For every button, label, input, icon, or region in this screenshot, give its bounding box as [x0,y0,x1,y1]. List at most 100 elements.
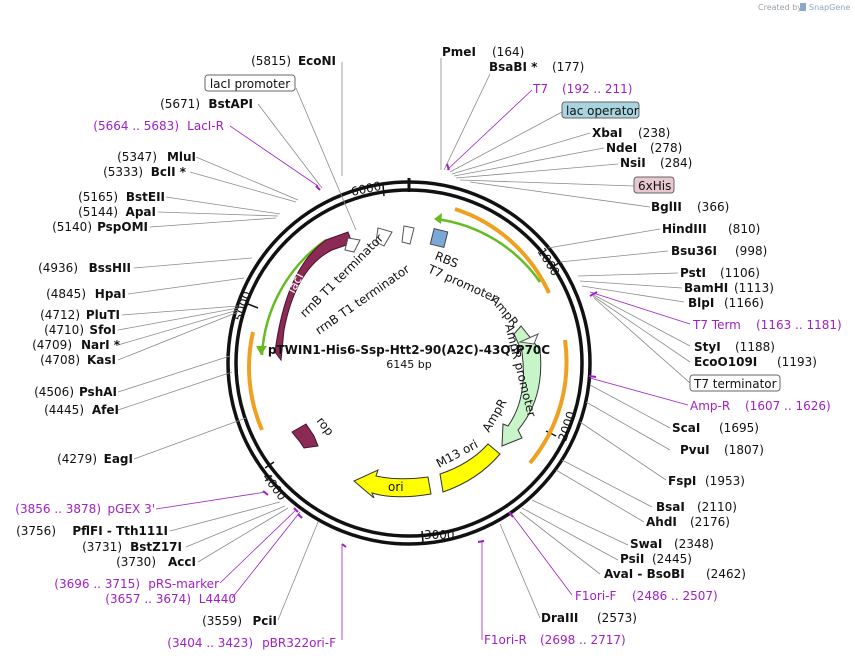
orange-arc-2 [528,339,569,465]
site-pos: (4445) [44,403,84,417]
site-name[interactable]: BstEII [126,190,165,204]
site-pos: (177) [552,60,584,74]
primer-pos: (192 .. 211) [562,82,632,96]
primer-pos: (5664 .. 5683) [93,119,179,133]
site-name[interactable]: SfoI [89,323,116,337]
t7-terminator-label[interactable]: T7 terminator [693,377,777,391]
credit-brand: SnapGene [809,3,850,12]
site-pos: (5165) [78,190,118,204]
site-name[interactable]: PluTI [86,308,120,322]
site-pos: (4708) [40,353,80,367]
site-pos: (4712) [40,308,80,322]
green-arc-1 [435,217,542,283]
site-name[interactable]: BglII [651,200,682,214]
site-name[interactable]: EagI [104,452,133,466]
primer-pos: (1163 .. 1181) [756,318,842,332]
inner-arcs [247,207,569,465]
site-name[interactable]: PshAI [79,385,117,399]
site-name[interactable]: PmeI [442,45,476,59]
site-pos: (366) [697,200,729,214]
site-name[interactable]: HindIII [662,222,707,236]
primer-name[interactable]: pRS-marker [148,577,219,591]
features [274,225,542,499]
site-name[interactable]: NdeI [606,141,637,155]
site-name[interactable]: EcoNI [298,54,336,68]
site-name[interactable]: BssHII [89,261,131,275]
site-pos: (4710) [44,323,84,337]
site-pos: (1807) [724,443,764,457]
site-name[interactable]: AhdI [646,515,677,529]
site-name[interactable]: BclI * [151,165,187,179]
site-pos: (3756) [16,524,56,538]
site-name[interactable]: BlpI [688,296,714,310]
site-name[interactable]: HpaI [95,287,126,301]
site-pos: (810) [728,222,760,236]
site-pos: (1188) [735,340,775,354]
primer-pos: (3657 .. 3674) [105,592,191,606]
his-tag-label[interactable]: 6xHis [638,179,671,193]
site-name[interactable]: AfeI [92,403,119,417]
site-name[interactable]: AccI [168,555,196,569]
site-pos: (5815) [251,54,291,68]
site-name[interactable]: EcoO109I [694,355,757,369]
primer-name[interactable]: Amp-R [690,399,730,413]
site-name[interactable]: PvuI [680,443,710,457]
site-name[interactable]: StyI [694,340,721,354]
ampr-promoter-arrow [518,333,539,345]
primer-name[interactable]: F1ori-R [484,633,527,647]
site-pos: (278) [650,141,682,155]
site-pos: (3731) [82,540,122,554]
site-name[interactable]: SwaI [630,537,662,551]
primer-name[interactable]: F1ori-F [575,589,616,603]
primer-name[interactable]: pGEX 3' [108,502,155,516]
site-pos: (284) [660,156,692,170]
site-name[interactable]: BsaI [656,500,685,514]
site-pos: (4506) [34,385,74,399]
site-name[interactable]: PsiI [620,552,644,566]
site-pos: (1953) [705,474,745,488]
site-pos: (2110) [697,500,737,514]
site-pos: (1166) [724,296,764,310]
site-pos: (2176) [690,515,730,529]
site-name[interactable]: BstZ17I [130,540,182,554]
site-name[interactable]: PciI [253,614,278,628]
site-name[interactable]: ScaI [672,421,700,435]
laci-promoter-label[interactable]: lacI promoter [210,77,290,91]
site-name[interactable]: ApaI [126,205,156,219]
site-pos: (2573) [597,611,637,625]
site-name[interactable]: NsiI [620,156,646,170]
site-name[interactable]: BstAPI [208,97,253,111]
laci-feature [274,231,353,362]
primer-pos: (2698 .. 2717) [540,633,626,647]
site-pos: (1695) [719,421,759,435]
primer-name[interactable]: T7 [532,82,548,96]
site-name[interactable]: BsaBI * [489,60,538,74]
site-name[interactable]: PspOMI [97,220,148,234]
site-pos: (5140) [52,220,92,234]
right-labels: PmeI (164) BsaBI * (177) T7 (192 .. 211)… [442,45,842,647]
site-name[interactable]: PflFI - Tth111I [72,524,168,538]
primer-name[interactable]: T7 Term [692,318,741,332]
site-name[interactable]: MluI [167,150,196,164]
site-name[interactable]: DraIII [541,611,578,625]
rrnb-label-2: rrnB T1 terminator [313,262,413,338]
lac-operator-label[interactable]: lac operator [566,104,639,118]
site-name[interactable]: KasI [87,353,116,367]
site-name[interactable]: FspI [668,474,696,488]
primer-name[interactable]: pBR322ori-F [262,636,336,650]
snapgene-credit: Created by SnapGene [758,3,850,12]
primer-name[interactable]: L4440 [199,592,236,606]
site-name[interactable]: NarI * [81,338,121,352]
right-leaders [440,58,691,640]
site-name[interactable]: BamHI [684,281,728,295]
credit-text: Created by [758,3,802,12]
site-name[interactable]: AvaI - BsoBI [604,567,685,581]
site-name[interactable]: PstI [680,266,706,280]
site-name[interactable]: XbaI [592,126,622,140]
primer-name[interactable]: LacI-R [187,119,224,133]
site-name[interactable]: Bsu36I [671,244,717,258]
site-pos: (2462) [706,567,746,581]
tick-label-6000: 6000 [350,179,383,199]
site-pos: (3730) [116,555,156,569]
